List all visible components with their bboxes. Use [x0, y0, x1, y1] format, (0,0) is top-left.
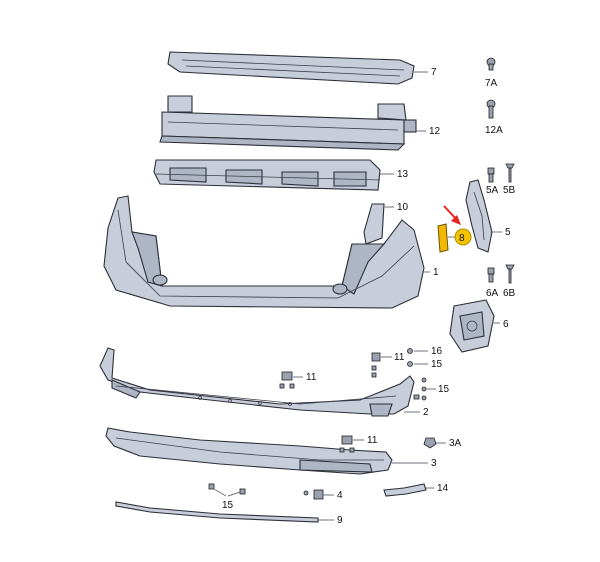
- part-12-reinforcement-bar[interactable]: [159, 95, 417, 151]
- fastener-5A[interactable]: [487, 167, 495, 183]
- callout-11-right: 11: [394, 352, 405, 363]
- callout-12A: 12A: [485, 125, 503, 136]
- callout-16: 16: [431, 346, 443, 357]
- callout-14: 14: [437, 483, 449, 494]
- fastener-6B[interactable]: [505, 264, 515, 284]
- callout-11-lower: 11: [367, 435, 378, 446]
- fastener-16[interactable]: [407, 348, 413, 354]
- callout-13: 13: [397, 169, 409, 180]
- fastener-group-15-lower[interactable]: [208, 483, 246, 497]
- badge-8: [454, 228, 472, 246]
- part-3-diffuser[interactable]: [105, 427, 393, 475]
- callout-6A: 6A: [486, 288, 499, 299]
- callout-2: 2: [423, 407, 429, 418]
- callout-7A: 7A: [485, 78, 498, 89]
- callout-15-lower: 15: [222, 500, 234, 511]
- part-9-trim-strip[interactable]: [115, 501, 319, 523]
- part-1-bumper-cover[interactable]: [103, 195, 425, 309]
- fastener-3A[interactable]: [423, 437, 437, 449]
- part-7-impact-strip[interactable]: [167, 51, 415, 85]
- callout-3A: 3A: [449, 438, 462, 449]
- part-10-cover[interactable]: [363, 203, 385, 245]
- callout-9: 9: [337, 515, 343, 526]
- fastener-7A[interactable]: [486, 57, 496, 71]
- callout-6: 6: [503, 319, 509, 330]
- fastener-6A[interactable]: [487, 267, 495, 283]
- part-13-energy-absorber[interactable]: [153, 159, 381, 191]
- callout-5: 5: [505, 227, 511, 238]
- fastener-4-dot: [303, 490, 309, 496]
- fastener-15-top[interactable]: [407, 361, 413, 367]
- part-8-bracket[interactable]: [437, 223, 449, 253]
- fastener-5B[interactable]: [505, 163, 515, 183]
- callout-11-upper: 11: [306, 372, 317, 383]
- callout-6B: 6B: [503, 288, 516, 299]
- callout-8: 8: [459, 233, 465, 244]
- callout-15-group: 15: [438, 384, 450, 395]
- callout-10: 10: [397, 202, 409, 213]
- part-4-plug[interactable]: [313, 489, 324, 500]
- callout-12: 12: [429, 126, 441, 137]
- part-2-lower-trim[interactable]: [99, 347, 415, 417]
- part-14-trim[interactable]: [383, 483, 427, 497]
- clip-11-lower[interactable]: [339, 435, 355, 453]
- part-6-mounting-bracket[interactable]: [449, 299, 495, 353]
- fastener-12A[interactable]: [486, 99, 496, 119]
- callout-1: 1: [433, 267, 439, 278]
- red-arrow: [443, 205, 461, 225]
- clip-11-upper[interactable]: [279, 371, 295, 389]
- callout-15-top: 15: [431, 359, 443, 370]
- callout-4: 4: [337, 490, 343, 501]
- callout-7: 7: [431, 67, 437, 78]
- clip-11-right[interactable]: [371, 352, 381, 378]
- fastener-group-15[interactable]: [413, 377, 427, 401]
- callout-3: 3: [431, 458, 437, 469]
- part-5-guide-bracket[interactable]: [465, 179, 493, 253]
- callout-5B: 5B: [503, 185, 516, 196]
- callout-5A: 5A: [486, 185, 499, 196]
